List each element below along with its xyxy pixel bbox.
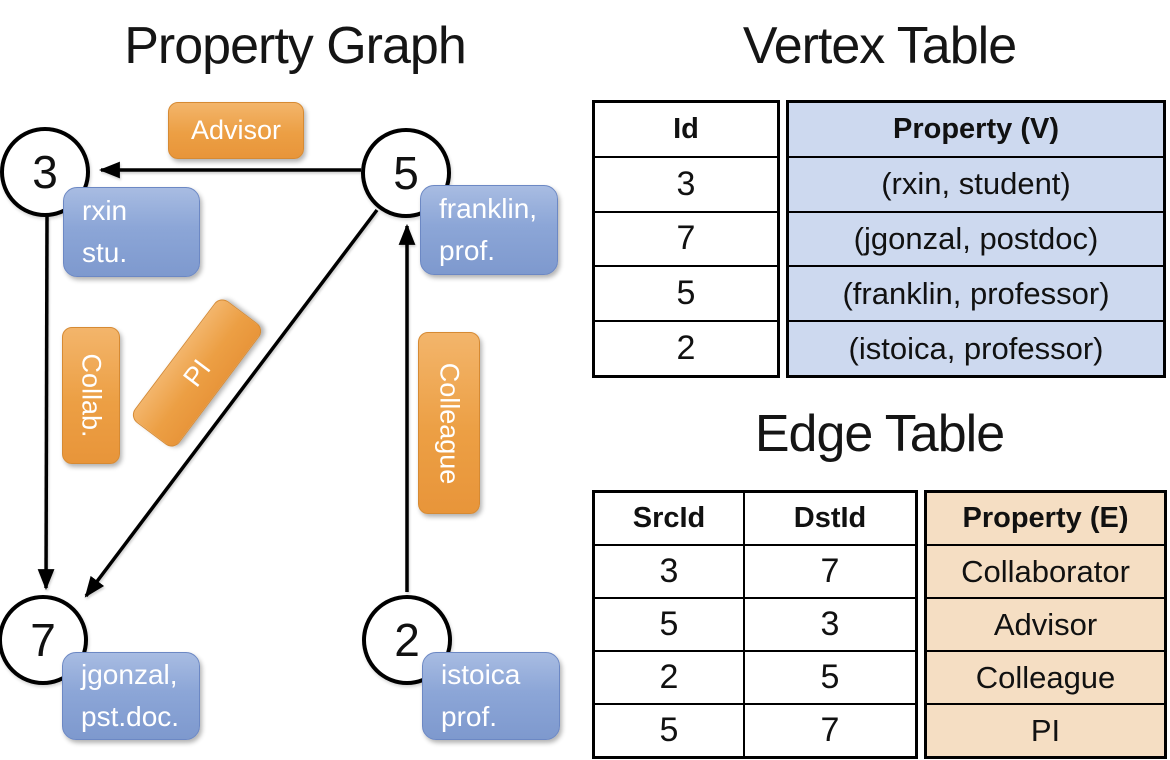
edge-label-collab-text: Collab. <box>76 353 107 438</box>
vertex-table-title: Vertex Table <box>742 17 1017 75</box>
edge-srcid-cell: 5 <box>595 599 745 650</box>
graph-node-5: 5 <box>361 128 451 218</box>
edge-collaborator-3-to-7 <box>37 215 55 591</box>
edge-table-property-column: Property (E) Collaborator Advisor Collea… <box>924 490 1167 759</box>
edge-label-advisor: Advisor <box>168 102 304 159</box>
vertex-id-cell: 7 <box>595 210 777 266</box>
edge-label-pi-text: PI <box>176 353 217 392</box>
vertex-id-cell: 3 <box>595 155 777 211</box>
edge-dstid-cell: 5 <box>820 658 840 696</box>
node-3-property: rxin stu. <box>82 195 128 268</box>
node-7-id: 7 <box>30 614 56 666</box>
edge-property-cell: PI <box>927 703 1164 756</box>
edge-col-header-srcid: SrcId <box>595 493 745 544</box>
vertex-property-cell: (franklin, professor) <box>789 265 1163 320</box>
edge-dstid-cell: 7 <box>820 711 840 749</box>
edge-srcid-cell: 5 <box>595 705 745 756</box>
edge-dstid-cell: 3 <box>820 605 840 643</box>
node-2-property: istoica prof. <box>441 659 521 732</box>
node-5-id: 5 <box>393 147 419 199</box>
node-7-property-box: jgonzal, pst.doc. <box>62 652 200 740</box>
node-5-property: franklin, prof. <box>439 193 538 266</box>
node-7-property: jgonzal, pst.doc. <box>81 659 180 732</box>
edge-label-collab: Collab. <box>62 327 120 464</box>
vertex-col-header-id: Id <box>673 112 699 145</box>
vertex-id-cell: 5 <box>595 265 777 320</box>
vertex-table-id-column: Id 3 7 5 2 <box>592 100 780 378</box>
node-3-id: 3 <box>32 146 58 198</box>
vertex-table: Id 3 7 5 2 Property (V) (rxin, student) … <box>592 100 1166 378</box>
vertex-property-cell: (rxin, student) <box>789 155 1163 211</box>
edge-col-header-property: Property (E) <box>962 502 1129 534</box>
edge-srcid-cell: 3 <box>595 546 745 597</box>
edge-table-title: Edge Table <box>754 405 1005 463</box>
edge-table: SrcId DstId 3 7 5 3 2 5 5 7 Property (E)… <box>592 490 1167 759</box>
vertex-id-cell: 2 <box>595 320 777 375</box>
node-2-property-box: istoica prof. <box>422 652 560 740</box>
edge-label-advisor-text: Advisor <box>190 115 282 145</box>
graph-node-2: 2 <box>362 595 452 685</box>
vertex-property-cell: (jgonzal, postdoc) <box>789 210 1163 266</box>
node-2-id: 2 <box>394 614 420 666</box>
edge-dstid-cell: 7 <box>820 552 840 590</box>
edge-property-cell: Advisor <box>927 597 1164 650</box>
edge-srcid-cell: 2 <box>595 652 745 703</box>
property-graph-title: Property Graph <box>124 17 467 75</box>
edge-property-cell: Colleague <box>927 650 1164 703</box>
node-5-property-box: franklin, prof. <box>420 185 558 275</box>
edge-table-id-columns: SrcId DstId 3 7 5 3 2 5 5 7 <box>592 490 918 759</box>
edge-label-colleague-text: Colleague <box>434 362 465 484</box>
edge-property-cell: Collaborator <box>927 544 1164 597</box>
vertex-col-header-property: Property (V) <box>893 112 1059 145</box>
edge-label-colleague: Colleague <box>418 332 480 514</box>
vertex-table-property-column: Property (V) (rxin, student) (jgonzal, p… <box>786 100 1166 378</box>
edge-pi-5-to-7 <box>84 208 379 598</box>
vertex-property-cell: (istoica, professor) <box>789 320 1163 375</box>
edge-col-header-dstid: DstId <box>793 502 867 534</box>
node-3-property-box: rxin stu. <box>63 187 200 277</box>
graph-edges-layer <box>37 161 416 598</box>
